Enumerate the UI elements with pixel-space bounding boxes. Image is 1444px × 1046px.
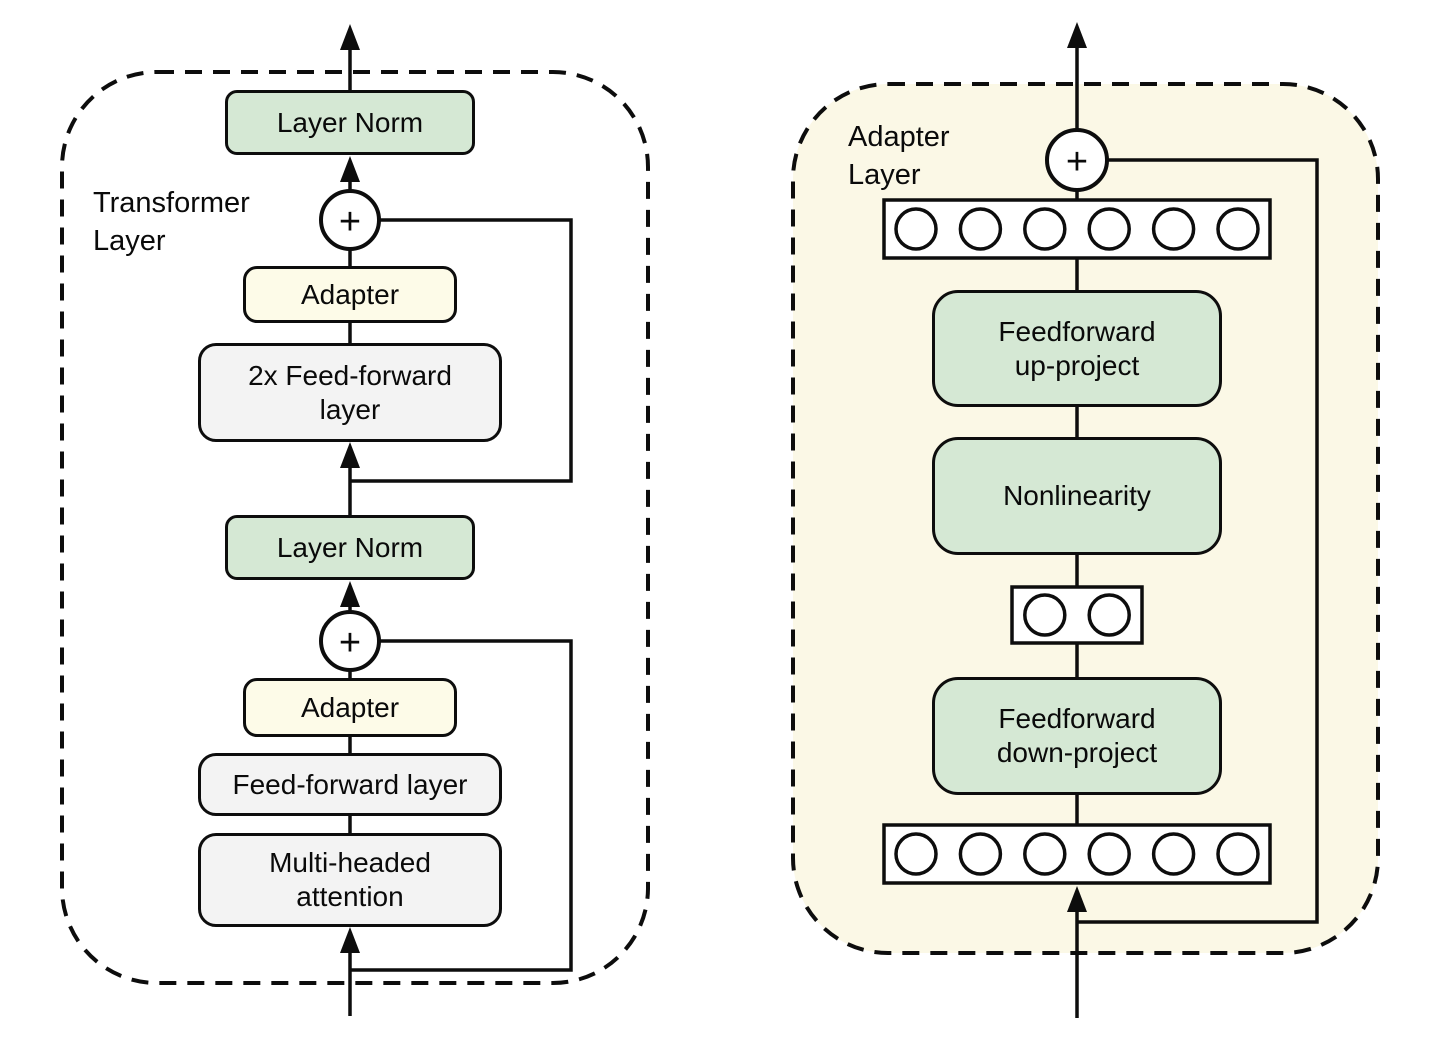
right-connectors	[1075, 48, 1319, 1018]
unit-circle	[1216, 832, 1260, 876]
hidden-units-row-top	[882, 198, 1272, 260]
nonlinearity-box: Nonlinearity	[932, 437, 1222, 555]
adapter-top-box: Adapter	[243, 266, 457, 323]
unit-circle	[1023, 593, 1067, 637]
unit-circle	[958, 832, 1003, 876]
transformer-layer-dashed-frame	[60, 70, 650, 985]
feedforward-down-project-box: Feedforward down-project	[932, 677, 1222, 795]
left-plus-sign-bottom: +	[339, 622, 361, 664]
right-skip-connection	[1078, 158, 1319, 924]
hidden-units-row-top-circles	[894, 207, 1260, 251]
right-plus-sign: +	[1066, 141, 1088, 183]
unit-circle	[1151, 207, 1196, 251]
unit-circle	[894, 832, 938, 876]
adapter-bottom-box: Adapter	[243, 678, 457, 737]
left-ff2x-arrowhead	[340, 442, 360, 468]
unit-circle	[1023, 832, 1067, 876]
unit-circle	[1151, 832, 1196, 876]
feed-forward-2x-box: 2x Feed-forward layer	[198, 343, 502, 442]
layer-norm-bottom-box: Layer Norm	[225, 515, 475, 580]
right-input-arrowhead	[1067, 886, 1087, 912]
left-ln-bottom-arrowhead	[340, 581, 360, 607]
unit-circle	[1087, 832, 1131, 876]
hidden-units-row-bottom-circles	[894, 832, 1260, 876]
left-arrowheads	[340, 24, 360, 953]
right-arrowheads	[1067, 22, 1087, 912]
unit-circle	[894, 207, 938, 251]
right-plus-circle	[1045, 128, 1109, 192]
unit-circle	[1216, 207, 1260, 251]
left-mha-arrowhead	[340, 927, 360, 953]
layer-norm-top-box: Layer Norm	[225, 90, 475, 155]
hidden-units-row-bottom	[882, 823, 1272, 885]
left-ln-top-arrowhead	[340, 156, 360, 182]
left-plus-circle-bottom	[319, 610, 381, 672]
unit-circle	[1087, 207, 1131, 251]
right-output-arrowhead	[1067, 22, 1087, 48]
transformer-layer-label: Transformer Layer	[93, 187, 250, 257]
left-plus-circle-top	[319, 189, 381, 251]
left-plus-sign-top: +	[339, 201, 361, 243]
unit-circle	[1023, 207, 1067, 251]
feedforward-up-project-box: Feedforward up-project	[932, 290, 1222, 407]
multi-headed-attention-box: Multi-headed attention	[198, 833, 502, 927]
left-output-arrowhead	[340, 24, 360, 50]
left-skip-connection-upper	[351, 218, 573, 483]
bottleneck-units-circles	[1023, 593, 1131, 637]
unit-circle	[1087, 593, 1131, 637]
left-skip-connection-lower	[351, 639, 573, 972]
adapter-layer-label: Adapter Layer	[848, 121, 950, 191]
feed-forward-layer-box: Feed-forward layer	[198, 753, 502, 816]
unit-circle	[958, 207, 1003, 251]
